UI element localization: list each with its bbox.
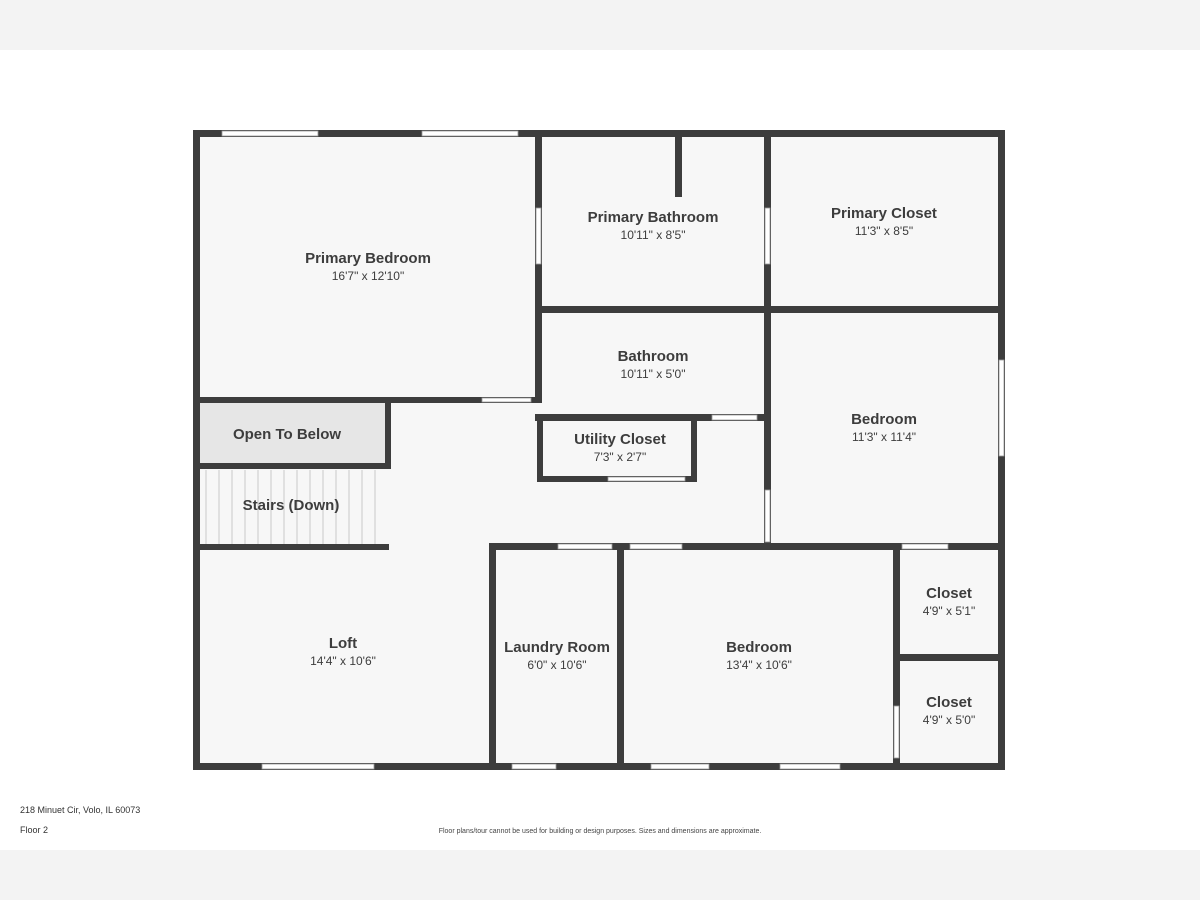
laundry-room-dimensions: 6'0" x 10'6": [527, 658, 586, 672]
bedroom-east-label: Bedroom: [851, 411, 917, 428]
closet-lower-dimensions: 4'9" x 5'0": [923, 713, 975, 727]
disclaimer-text: Floor plans/tour cannot be used for buil…: [438, 828, 762, 835]
utility-closet-dimensions: 7'3" x 2'7": [594, 450, 646, 464]
bedroom-east-dimensions: 11'3" x 11'4": [852, 430, 916, 444]
closet-upper-dimensions: 4'9" x 5'1": [923, 604, 975, 618]
door-bathroom: [711, 414, 758, 421]
bedroom-south-label: Bedroom: [726, 639, 792, 656]
window-north-2: [421, 130, 519, 137]
loft-label: Loft: [329, 635, 357, 652]
door-utility: [607, 476, 686, 482]
door-closet-lower: [893, 705, 900, 759]
bedroom-south-dimensions: 13'4" x 10'6": [726, 658, 792, 672]
door-east-bedroom: [764, 489, 771, 543]
window-east: [998, 359, 1005, 457]
primary-closet-label: Primary Closet: [831, 205, 937, 222]
open-to-below-label: Open To Below: [233, 426, 341, 443]
bathroom-label: Bathroom: [618, 348, 689, 365]
openings: [221, 130, 1005, 770]
stairs-treads: [205, 470, 376, 545]
floor-label: Floor 2: [20, 825, 49, 835]
stairs-label: Stairs (Down): [243, 497, 340, 514]
window-south-4: [779, 763, 841, 770]
closet-lower-label: Closet: [926, 694, 972, 711]
door-primary-closet: [764, 207, 771, 265]
window-south-2: [511, 763, 557, 770]
window-south-3: [650, 763, 710, 770]
window-north-1: [221, 130, 319, 137]
open-to-below-area: [200, 403, 388, 466]
door-south-bedroom: [629, 543, 683, 550]
primary-bedroom-label: Primary Bedroom: [305, 250, 431, 267]
bathroom-dimensions: 10'11" x 5'0": [621, 367, 686, 381]
primary-bedroom-dimensions: 16'7" x 12'10": [332, 269, 405, 283]
primary-closet-dimensions: 11'3" x 8'5": [855, 224, 913, 238]
laundry-room-label: Laundry Room: [504, 639, 610, 656]
closet-upper-label: Closet: [926, 585, 972, 602]
door-laundry: [557, 543, 613, 550]
primary-bathroom-dimensions: 10'11" x 8'5": [621, 228, 686, 242]
primary-bathroom-label: Primary Bathroom: [588, 209, 719, 226]
window-south-1: [261, 763, 375, 770]
door-closet-upper: [901, 543, 949, 550]
door-primary-bath: [535, 207, 542, 265]
top-margin-band: [0, 0, 1200, 50]
bottom-margin-band: [0, 850, 1200, 900]
property-address: 218 Minuet Cir, Volo, IL 60073: [20, 805, 141, 815]
door-primary-bedroom: [481, 397, 532, 403]
utility-closet-label: Utility Closet: [574, 431, 666, 448]
loft-dimensions: 14'4" x 10'6": [310, 654, 376, 668]
